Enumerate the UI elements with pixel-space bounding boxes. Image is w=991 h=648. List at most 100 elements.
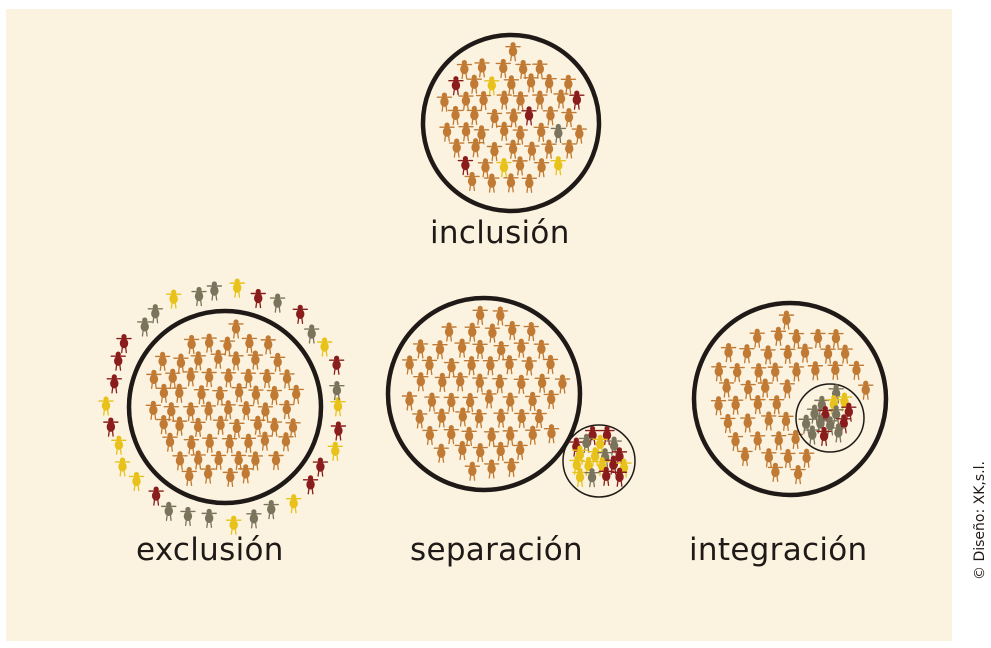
person-figure	[740, 413, 756, 433]
person-figure	[496, 121, 512, 141]
person-figure	[173, 353, 189, 373]
excluded-person-figure	[328, 355, 345, 375]
person-figure	[492, 441, 509, 462]
person-figure	[790, 464, 806, 485]
person-figure	[472, 373, 488, 393]
person-figure	[220, 368, 237, 388]
person-figure	[163, 402, 179, 422]
person-figure	[523, 321, 539, 342]
person-figure	[524, 391, 541, 412]
separation-small-circle	[562, 424, 636, 498]
person-figure	[804, 425, 821, 445]
person-figure	[238, 400, 254, 421]
person-figure	[503, 457, 520, 478]
person-figure	[484, 76, 500, 96]
person-figure	[190, 450, 206, 470]
person-figure	[587, 447, 603, 467]
excluded-person-figure	[103, 417, 119, 437]
person-figure	[240, 433, 257, 453]
person-figure	[474, 58, 490, 78]
person-figure	[848, 360, 865, 381]
person-figure	[505, 139, 521, 159]
person-figure	[155, 414, 172, 435]
person-figure	[229, 418, 245, 438]
person-figure	[750, 431, 766, 451]
person-figure	[464, 461, 481, 481]
person-figure	[513, 338, 529, 358]
person-figure	[466, 105, 483, 126]
person-figure	[495, 58, 511, 79]
person-figure	[598, 466, 614, 486]
person-figure	[778, 310, 795, 330]
person-figure	[750, 363, 767, 383]
person-figure	[554, 374, 571, 394]
person-figure	[181, 466, 197, 487]
person-figure	[740, 379, 756, 400]
person-figure	[288, 384, 304, 405]
person-figure	[228, 351, 244, 371]
excluded-person-figure	[111, 435, 127, 455]
person-figure	[561, 108, 577, 128]
excluded-person-figure	[206, 281, 223, 301]
person-figure	[820, 344, 836, 364]
person-figure	[525, 425, 541, 445]
person-figure	[780, 344, 796, 364]
person-figure	[432, 340, 448, 360]
person-figure	[279, 369, 295, 389]
person-figure	[769, 395, 785, 415]
inclusion-label: inclusión	[430, 215, 570, 251]
person-figure	[578, 433, 595, 454]
person-figure	[439, 122, 455, 142]
person-figure	[749, 328, 765, 348]
excluded-person-figure	[110, 351, 126, 371]
person-figure	[421, 355, 438, 376]
person-figure	[512, 125, 528, 145]
person-figure	[827, 360, 844, 380]
person-figure	[156, 383, 172, 403]
person-figure	[190, 351, 207, 371]
person-figure	[584, 468, 600, 488]
person-figure	[475, 90, 492, 111]
person-figure	[533, 122, 549, 142]
integration-label: integración	[689, 532, 868, 568]
person-figure	[757, 378, 773, 398]
person-figure	[739, 344, 755, 364]
person-figure	[266, 385, 283, 406]
person-figure	[569, 90, 585, 110]
person-figure	[200, 401, 217, 421]
excluded-person-figure	[161, 501, 177, 522]
person-figure	[183, 334, 200, 355]
person-figure	[720, 413, 736, 434]
person-figure	[532, 59, 548, 79]
person-figure	[219, 336, 236, 356]
person-figure	[193, 385, 210, 405]
excluded-person-figure	[303, 324, 320, 344]
person-figure	[412, 409, 428, 429]
excluded-person-figure	[225, 515, 242, 535]
person-figure	[434, 372, 451, 393]
excluded-person-figure	[165, 289, 182, 309]
person-figure	[457, 155, 474, 176]
person-figure	[260, 335, 276, 355]
person-figure	[455, 407, 471, 427]
person-figure	[550, 156, 566, 176]
excluded-person-figure	[263, 500, 279, 520]
person-figure	[502, 426, 518, 446]
person-figure	[401, 391, 418, 411]
integration-main-circle	[691, 300, 889, 498]
person-figure	[767, 462, 784, 483]
person-figure	[257, 402, 274, 422]
person-figure	[720, 343, 737, 363]
person-figure	[837, 344, 853, 364]
excluded-person-figure	[250, 288, 266, 309]
person-figure	[171, 416, 188, 436]
person-figure	[481, 389, 497, 409]
person-figure	[473, 125, 490, 145]
person-figure	[454, 338, 470, 358]
person-figure	[266, 417, 283, 437]
excluded-person-figure	[98, 396, 114, 416]
person-figure	[436, 92, 453, 112]
person-figure	[183, 402, 199, 422]
person-figure	[505, 108, 522, 128]
person-figure	[496, 157, 512, 178]
